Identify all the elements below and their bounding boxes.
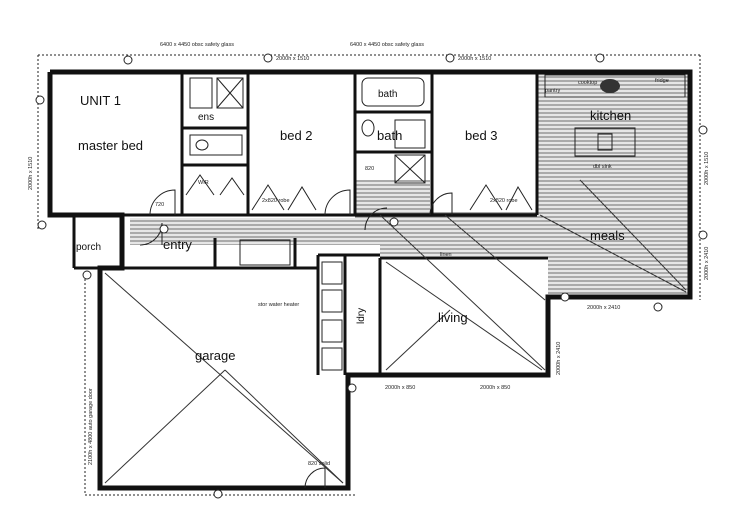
fridge-label: fridge bbox=[655, 78, 669, 84]
room-diagonals bbox=[104, 179, 687, 484]
master-bed-label: master bed bbox=[78, 138, 143, 153]
dim-window-living-bottom-right: 2000h x 850 bbox=[480, 385, 510, 391]
hatched-floor bbox=[130, 72, 690, 295]
meals-label: meals bbox=[590, 228, 625, 243]
bed2-label: bed 2 bbox=[280, 128, 313, 143]
dim-door-820: 820 bbox=[365, 166, 374, 172]
cooktop-label: cooktop bbox=[578, 80, 597, 86]
door-swings bbox=[139, 174, 533, 489]
dim-window-bed2-top: 2000h x 1510 bbox=[276, 56, 309, 62]
dim-window-kitchen-right: 2000h x 1510 bbox=[704, 152, 710, 185]
ens-label: ens bbox=[198, 112, 214, 123]
dim-window-meals-bottom: 2000h x 2410 bbox=[587, 305, 620, 311]
dim-window-master-top: 6400 x 4450 obsc safety glass bbox=[160, 42, 234, 48]
porch-label: porch bbox=[76, 242, 101, 253]
garage-label: garage bbox=[195, 348, 235, 363]
dim-garage-side-door: 820 solid bbox=[308, 461, 330, 467]
living-label: living bbox=[438, 310, 468, 325]
dim-robe-bed3: 2x820 robe bbox=[490, 198, 518, 204]
hw-label: stor water heater bbox=[258, 302, 299, 308]
grid-markers bbox=[35, 53, 708, 499]
linen-label: linen bbox=[440, 252, 452, 258]
dim-window-master-left: 2000h x 1510 bbox=[28, 157, 34, 190]
dim-window-living-bottom-left: 2000h x 850 bbox=[385, 385, 415, 391]
dim-window-living-right: 2000h x 2410 bbox=[556, 342, 562, 375]
dim-window-meals-right: 2000h x 2410 bbox=[704, 247, 710, 280]
pantry-label: pantry bbox=[545, 88, 561, 94]
interior-walls bbox=[72, 72, 548, 375]
bath-label: bath bbox=[377, 128, 402, 143]
dim-garage-door: 2100h x 4800 auto garage door bbox=[88, 388, 94, 465]
dim-robe-bed2: 2x820 robe bbox=[262, 198, 290, 204]
dim-door-720: 720 bbox=[155, 202, 164, 208]
kitchen-label: kitchen bbox=[590, 108, 631, 123]
dim-window-bath-top: 6400 x 4450 obsc safety glass bbox=[350, 42, 424, 48]
bathtub-label: bath bbox=[378, 89, 397, 100]
dim-window-bed3-top: 2000h x 1510 bbox=[458, 56, 491, 62]
fixtures bbox=[189, 74, 686, 371]
dimension-lines bbox=[37, 54, 701, 496]
ldry-label: ldry bbox=[356, 308, 367, 324]
wir-label: WIR bbox=[198, 180, 209, 186]
sink-label: dbl sink bbox=[593, 164, 612, 170]
entry-label: entry bbox=[163, 237, 192, 252]
bed3-label: bed 3 bbox=[465, 128, 498, 143]
unit-title: UNIT 1 bbox=[80, 93, 121, 108]
